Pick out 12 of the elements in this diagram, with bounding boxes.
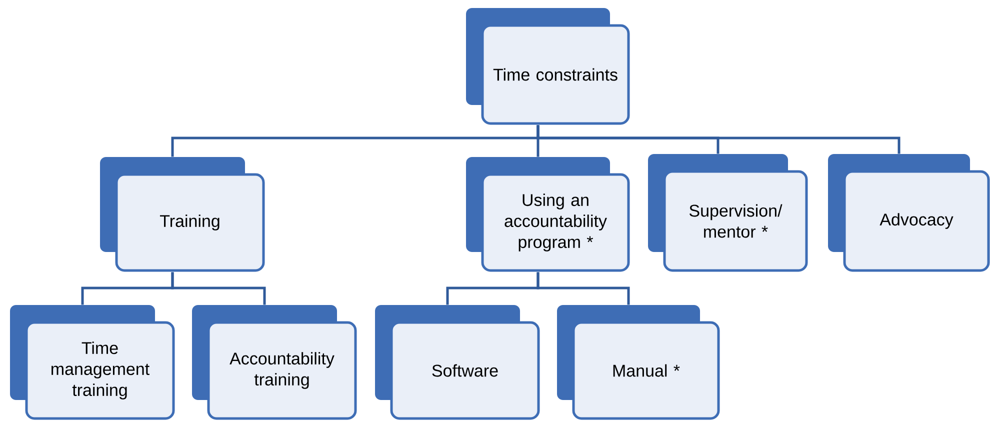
org-chart-box: Supervision/ mentor *: [648, 154, 808, 272]
org-chart-box: Software: [375, 305, 540, 420]
org-chart-box: Advocacy: [828, 154, 990, 272]
org-chart-box: Manual *: [557, 305, 720, 420]
connector-line: [171, 272, 266, 305]
org-chart-box: Using an accountability program *: [466, 157, 630, 272]
connector-line: [536, 125, 900, 154]
connector-line: [536, 272, 630, 305]
org-chart-box: Accountability training: [192, 305, 357, 420]
org-chart-box: Training: [100, 157, 265, 272]
org-chart-box: Time management training: [10, 305, 175, 420]
org-chart-box: Time constraints: [466, 8, 630, 125]
